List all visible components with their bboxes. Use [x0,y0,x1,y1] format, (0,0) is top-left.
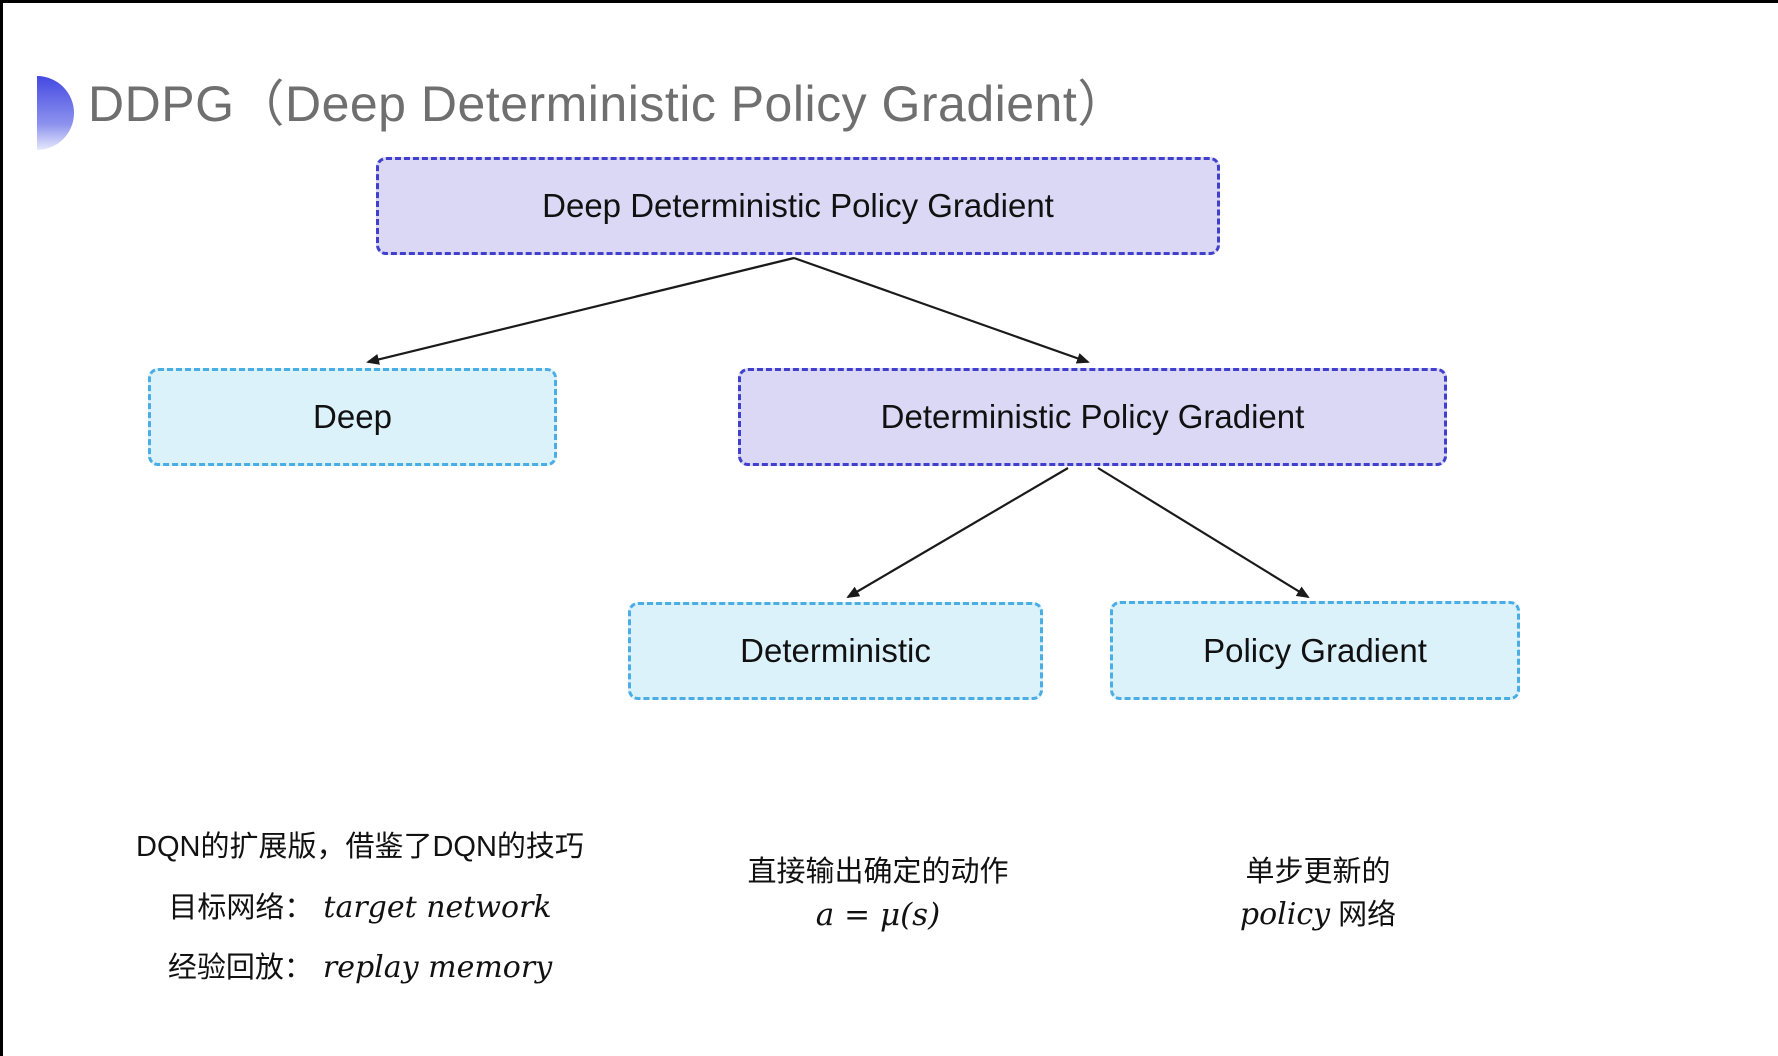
note-term-target-network: target network [323,890,552,925]
note-label: 目标网络： [168,892,314,924]
node-deterministic-policy-gradient: Deterministic Policy Gradient [738,368,1447,466]
half-circle-icon [37,76,74,150]
arrow-dpg-to-deterministic [846,467,1069,599]
node-deep-deterministic-policy-gradient: Deep Deterministic Policy Gradient [376,157,1220,255]
note-deep-line1: DQN的扩展版，借鉴了DQN的技巧 [136,831,584,863]
node-label: Policy Gradient [1203,631,1427,669]
arrow-root-to-deep [366,256,795,365]
note-term-replay-memory: replay memory [322,950,553,985]
note-deep-line2: 目标网络： target network [60,890,660,926]
node-policy-gradient: Policy Gradient [1110,601,1520,700]
node-label: Deterministic Policy Gradient [880,398,1305,435]
left-border [0,0,3,1056]
note-term-policy: policy [1239,897,1331,932]
note-deterministic-formula: a = μ(s) [815,897,941,933]
note-label: 网络 [1338,899,1397,931]
node-deterministic: Deterministic [628,602,1043,700]
note-label: 经验回放： [167,952,313,984]
node-deep: Deep [148,368,557,466]
note-deterministic-line1: 直接输出确定的动作 [747,856,1009,888]
node-label: Deep [313,398,392,435]
note-policy-gradient-line1: 单步更新的 [1245,856,1391,888]
top-border [0,0,1778,3]
node-label: Deterministic [740,632,931,669]
arrow-root-to-dpg [793,256,1090,364]
note-deep-line3: 经验回放： replay memory [60,950,660,986]
page-title: DDPG（Deep Deterministic Policy Gradient） [88,76,1128,132]
node-label: Deep Deterministic Policy Gradient [542,187,1054,224]
arrow-dpg-to-policy-gradient [1097,467,1310,599]
